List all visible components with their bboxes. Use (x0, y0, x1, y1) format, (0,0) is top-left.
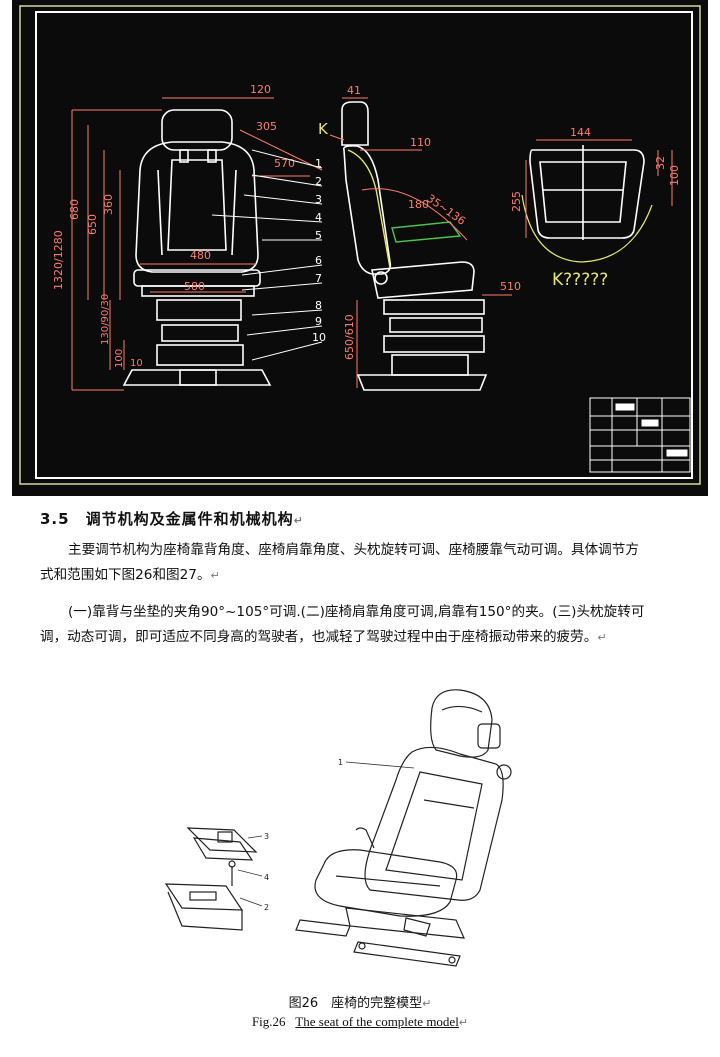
dim-650: 650 (86, 214, 99, 235)
detail-k-marker: K (318, 120, 329, 138)
part-6: 6 (315, 254, 322, 267)
detail-k-arc (521, 194, 653, 263)
part-1: 1 (315, 157, 322, 170)
figure-caption-cn: 图26 座椅的完整模型↵ (288, 996, 432, 1011)
part-10: 10 (312, 331, 326, 344)
return-mark: ↵ (293, 514, 304, 527)
callout-2: 2 (264, 903, 269, 912)
title-block (589, 397, 691, 473)
callout-3: 3 (264, 832, 269, 841)
callout-4: 4 (264, 873, 269, 882)
dim-32: 32 (654, 156, 667, 170)
figure-caption-en: Fig.26 The seat of the complete model↵ (251, 1014, 469, 1029)
front-view-dimensions (71, 97, 323, 391)
cad-drawing-svg: 120 305 570 680 650 360 1320/1280 480 58… (19, 5, 701, 485)
dim-360: 360 (102, 194, 115, 215)
dim-144: 144 (570, 126, 591, 139)
dim-130-90-30: 130/90/30 (100, 294, 111, 345)
side-view-backrest-outline (347, 149, 391, 269)
dim-680: 680 (68, 199, 81, 220)
side-view-cushion-outline (391, 221, 462, 243)
dim-100: 100 (114, 349, 125, 368)
dim-255: 255 (510, 191, 523, 212)
paragraph-2-text: (一)靠背与坐垫的夹角90°~105°可调.(二)座椅肩靠角度可调,肩靠有150… (40, 604, 645, 645)
figure-caption-en-text: The seat of the complete model (295, 1014, 459, 1029)
dim-110: 110 (410, 136, 431, 149)
part-4: 4 (315, 211, 322, 224)
part-leaders (211, 149, 323, 361)
paragraph-1: 主要调节机构为座椅靠背角度、座椅肩靠角度、头枕旋转可调、座椅腰靠气动可调。具体调… (40, 542, 639, 583)
detail-k-label: K????? (552, 270, 608, 290)
side-view-dimensions (329, 97, 512, 388)
section-heading-text: 3.5 调节机构及金属件和机械机构 (40, 510, 294, 528)
part-7: 7 (315, 272, 322, 285)
dim-570: 570 (274, 157, 295, 170)
dim-180: 180 (408, 198, 429, 211)
seat-front-view (122, 109, 272, 386)
dim-510: 510 (500, 280, 521, 293)
cad-drawing: 120 305 570 680 650 360 1320/1280 480 58… (12, 0, 708, 496)
paragraph-2: (一)靠背与坐垫的夹角90°~105°可调.(二)座椅肩靠角度可调,肩靠有150… (40, 604, 645, 645)
dim-41: 41 (347, 84, 361, 97)
detail-k-dimensions (525, 139, 673, 238)
dim-650-610: 650/610 (343, 314, 356, 360)
dim-10: 10 (130, 358, 143, 369)
seat-figure-svg: 1 3 4 2 (164, 689, 512, 967)
section-heading: 3.5 调节机构及金属件和机械机构↵ (40, 508, 304, 529)
part-3: 3 (315, 193, 322, 206)
dim-480: 480 (190, 249, 211, 262)
dim-580: 580 (184, 280, 205, 293)
dim-120: 120 (250, 83, 271, 96)
seat-figure: 1 3 4 2 (160, 680, 560, 980)
dim-100-k: 100 (668, 165, 681, 186)
dim-1320-1280: 1320/1280 (52, 230, 65, 290)
part-8: 8 (315, 299, 322, 312)
part-5: 5 (315, 229, 322, 242)
paragraph-1-text: 主要调节机构为座椅靠背角度、座椅肩靠角度、头枕旋转可调、座椅腰靠气动可调。具体调… (40, 542, 639, 583)
callout-1: 1 (338, 758, 343, 767)
dim-305: 305 (256, 120, 277, 133)
callout-leaders (237, 761, 415, 907)
part-2: 2 (315, 175, 322, 188)
exploded-parts (164, 827, 258, 931)
part-9: 9 (315, 315, 322, 328)
figure-caption-cn-text: 图26 座椅的完整模型 (288, 996, 423, 1011)
detail-k-view (529, 145, 645, 240)
seat-side-view (341, 101, 488, 391)
seat-3d-model (295, 689, 512, 967)
figure-caption-en-prefix: Fig.26 (251, 1014, 286, 1029)
